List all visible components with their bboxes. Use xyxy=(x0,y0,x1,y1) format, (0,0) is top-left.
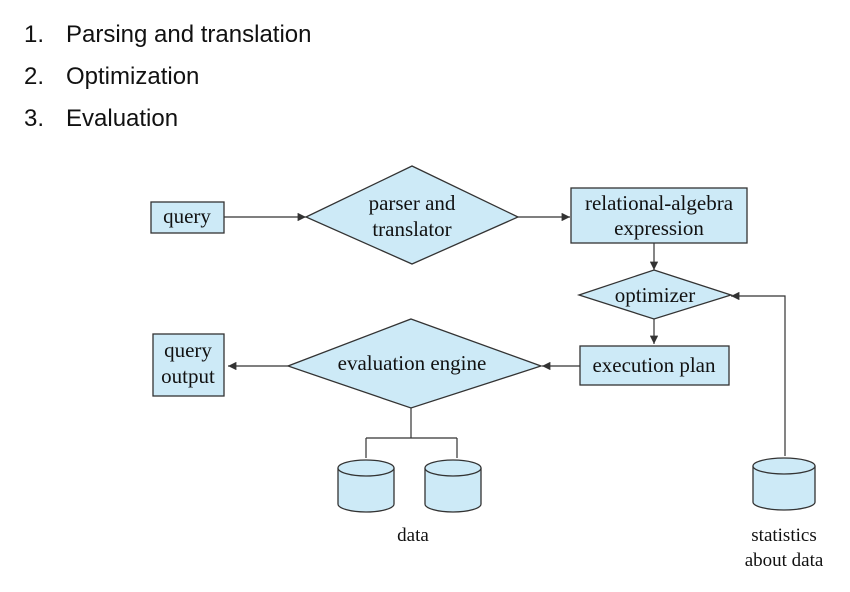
step-item: 2. Optimization xyxy=(24,60,311,102)
step-item: 3. Evaluation xyxy=(24,102,311,144)
step-text: Optimization xyxy=(66,63,200,90)
output-label-line2: output xyxy=(161,364,215,388)
data-cylinder-icon xyxy=(424,459,482,513)
query-label: query xyxy=(163,204,211,228)
parser-translator-node: parser and translator xyxy=(304,165,520,265)
optimizer-node: optimizer xyxy=(576,269,734,320)
evaluation-engine-label: evaluation engine xyxy=(338,351,487,375)
parser-label-line1: parser and xyxy=(369,191,456,215)
step-number: 3. xyxy=(24,105,45,132)
edge-engine-to-data xyxy=(365,408,458,458)
statistics-cylinder-icon xyxy=(752,457,816,511)
step-number: 2. xyxy=(24,63,45,90)
step-text: Parsing and translation xyxy=(66,21,312,48)
query-output-node: query output xyxy=(152,333,225,397)
step-list: 1. Parsing and translation 2. Optimization… xyxy=(24,18,311,144)
optimizer-label: optimizer xyxy=(615,283,695,307)
ra-label-line1: relational-algebra xyxy=(585,191,734,215)
ra-label-line2: expression xyxy=(614,216,704,240)
relational-algebra-node: relational-algebra expression xyxy=(570,187,748,244)
data-caption: data xyxy=(397,525,429,546)
parser-label-line2: translator xyxy=(372,217,451,241)
step-number: 1. xyxy=(24,21,45,48)
execution-plan-node: execution plan xyxy=(579,345,730,386)
query-node: query xyxy=(150,201,225,234)
evaluation-engine-node: evaluation engine xyxy=(286,318,544,409)
output-label-line1: query xyxy=(164,338,212,362)
statistics-caption-line1: statistics xyxy=(751,525,816,546)
step-item: 1. Parsing and translation xyxy=(24,18,311,60)
step-text: Evaluation xyxy=(66,105,179,132)
execution-plan-label: execution plan xyxy=(592,353,716,377)
data-cylinder-icon xyxy=(337,459,395,513)
statistics-caption-line2: about data xyxy=(745,550,824,571)
edge-stats-to-optimizer xyxy=(731,291,786,456)
